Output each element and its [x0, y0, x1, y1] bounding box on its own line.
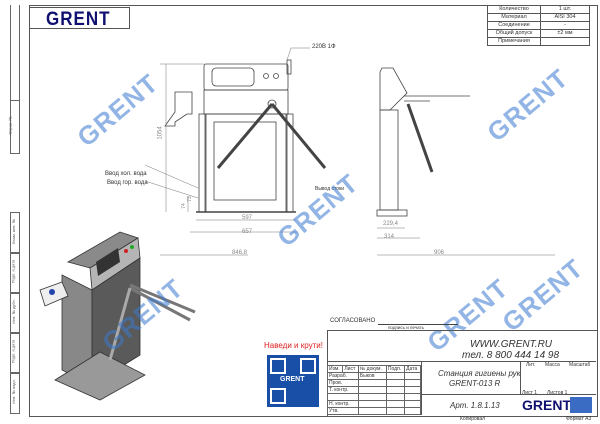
header-logo-box: GRENT	[29, 7, 130, 29]
table-row: Н. контр.	[327, 400, 421, 408]
sheet-label: Лист 1	[522, 390, 538, 396]
left-binding-line	[10, 5, 20, 135]
copied-label: Копировал	[460, 416, 486, 422]
table-row: Утв.	[327, 407, 421, 415]
front-view	[164, 59, 327, 213]
qr-inner-logo: GRENT	[280, 376, 305, 383]
scale-label: Масштаб	[569, 362, 591, 368]
mass-label: Масса	[545, 362, 560, 368]
side-dimensions	[377, 227, 555, 256]
drain-label: Вывод стоки	[315, 186, 345, 192]
format-label: Формат А3	[566, 416, 592, 422]
side-stamp-cell: Взам. инв. №	[10, 212, 20, 254]
side-stamp-cell: Инв. № дубл.	[10, 292, 20, 334]
dim-906: 906	[434, 250, 445, 256]
product-model: GRENT-013 R	[449, 379, 501, 388]
dim-229: 229,4	[383, 221, 399, 227]
isometric-view	[39, 231, 196, 401]
spec-value	[540, 37, 590, 46]
table-row: Т. контр.	[327, 386, 421, 394]
revision-table: Изм. Лист № докум. Подп. Дата Разраб.Бык…	[326, 365, 421, 415]
table-row: Пров.	[327, 379, 421, 387]
approval-sub: подпись и печать	[388, 325, 424, 330]
side-view	[376, 67, 470, 217]
title-logo: GRENT	[522, 397, 571, 413]
dim-846: 846,8	[232, 250, 248, 256]
table-row: Разраб.Быков	[327, 372, 421, 380]
signature-line	[378, 324, 458, 325]
dim-74: 74	[180, 203, 187, 209]
article-divider	[421, 394, 596, 395]
side-stamp-cell: Инв. № подл.	[10, 372, 20, 414]
dim-657: 657	[242, 229, 253, 235]
sheet-frame	[29, 5, 598, 417]
qr-code[interactable]: GRENT	[267, 355, 319, 407]
title-center-divider	[421, 361, 422, 415]
table-row	[327, 393, 421, 401]
grent-logo: GRENT	[46, 7, 111, 30]
approval-label: СОГЛАСОВАНО	[330, 318, 376, 324]
title-qr	[570, 397, 592, 413]
dim-73: 73	[186, 196, 193, 202]
cold-water-label: Ввод хол. вода	[105, 171, 147, 177]
side-stamp-cell: Подп. и дата	[10, 332, 20, 374]
hot-water-label: Ввод гор. вода	[107, 180, 148, 186]
product-name: Станция гигиены рук	[438, 369, 521, 378]
revision-header: Изм. Лист № докум. Подп. Дата	[326, 365, 421, 373]
dim-597: 597	[242, 215, 253, 221]
contacts-divider	[327, 361, 596, 362]
qr-caption: Наведи и крути!	[264, 341, 323, 350]
site-url[interactable]: WWW.GRENT.RU	[470, 339, 553, 350]
sheets-label: Листов 1	[547, 390, 568, 396]
dim-height: 1054	[157, 126, 164, 140]
dim-314: 314	[384, 234, 395, 240]
front-dimensions	[144, 47, 310, 256]
spec-row: Примечания	[487, 37, 590, 46]
article: Арт. 1.8.1.13	[450, 401, 500, 410]
power-label: 220В 1Ф	[312, 44, 336, 50]
lit-label: Лит.	[526, 362, 536, 368]
side-stamp-cell: Подп. и дата	[10, 252, 20, 294]
phone: тел. 8 800 444 14 98	[462, 350, 560, 361]
lit-divider	[520, 361, 521, 394]
side-stamp-cell: Справ. №	[8, 100, 20, 154]
